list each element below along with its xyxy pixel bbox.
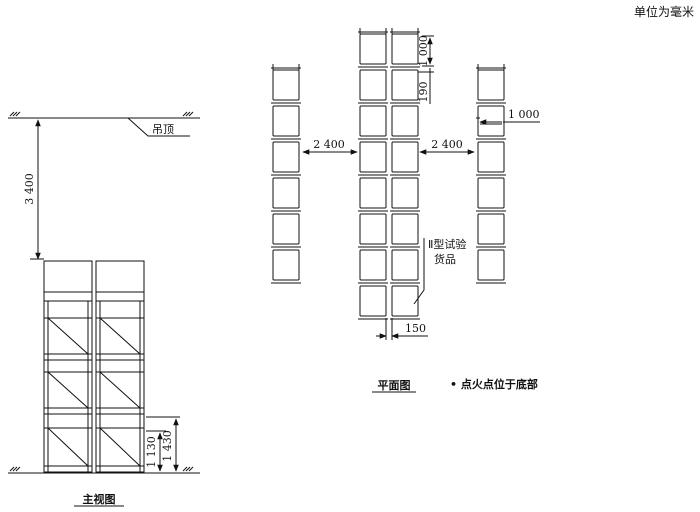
specimen-box bbox=[392, 70, 418, 100]
specimen-box bbox=[360, 142, 386, 172]
ignition-note: • 点火点位于底部 bbox=[450, 377, 538, 391]
specimen-box bbox=[392, 34, 418, 64]
specimen-box bbox=[360, 286, 386, 316]
specimen-box bbox=[360, 70, 386, 100]
specimen-box bbox=[392, 178, 418, 208]
aisle-left-dim: 2 400 bbox=[313, 138, 345, 151]
plan-view-title: 平面图 bbox=[378, 379, 411, 392]
specimen-box bbox=[478, 106, 504, 136]
specimen-box bbox=[360, 178, 386, 208]
specimen-box bbox=[360, 214, 386, 244]
specimen-box bbox=[478, 142, 504, 172]
top-specimen-box bbox=[44, 261, 92, 301]
specimen-label-line2: 货品 bbox=[434, 252, 456, 266]
gap-top-dim: 190 bbox=[417, 82, 430, 103]
front-view bbox=[8, 112, 200, 506]
specimen-box bbox=[478, 214, 504, 244]
plan-columns bbox=[271, 28, 506, 319]
ceiling-leader bbox=[128, 118, 190, 136]
dim-1430: 1 430 bbox=[161, 430, 174, 462]
specimen-box bbox=[273, 106, 299, 136]
unit-note: 单位为毫米 bbox=[634, 4, 694, 19]
specimen-box bbox=[392, 286, 418, 316]
height-to-ceiling-dim: 3 400 bbox=[23, 173, 36, 205]
plan-column-center-left bbox=[358, 28, 388, 319]
specimen-box bbox=[273, 178, 299, 208]
specimen-box bbox=[478, 250, 504, 280]
aisle-right-dim: 2 400 bbox=[431, 138, 463, 151]
plan-column-left bbox=[271, 64, 301, 283]
specimen-box bbox=[392, 214, 418, 244]
plan-view bbox=[271, 28, 540, 392]
specimen-box bbox=[360, 250, 386, 280]
rack-stack-left bbox=[44, 261, 92, 473]
specimen-box bbox=[392, 250, 418, 280]
ceiling-label: 吊顶 bbox=[152, 123, 174, 136]
specimen-box bbox=[478, 178, 504, 208]
unit-width-dim: 1 000 bbox=[508, 108, 540, 121]
specimen-box bbox=[273, 250, 299, 280]
ceiling-hatch bbox=[10, 112, 193, 116]
rack-stack-right bbox=[96, 261, 144, 473]
gap-bottom-dim: 150 bbox=[405, 322, 426, 335]
specimen-box bbox=[273, 70, 299, 100]
specimen-box bbox=[360, 106, 386, 136]
specimen-box bbox=[273, 142, 299, 172]
specimen-box bbox=[392, 106, 418, 136]
floor-hatch bbox=[10, 467, 193, 471]
plan-column-center-right bbox=[390, 28, 420, 319]
dim-1130: 1 130 bbox=[145, 436, 158, 468]
plan-column-right bbox=[476, 64, 506, 283]
specimen-box bbox=[273, 214, 299, 244]
top-unit-depth-dim: 1 000 bbox=[417, 35, 430, 67]
front-view-title: 主视图 bbox=[83, 492, 116, 506]
specimen-leader bbox=[414, 238, 424, 304]
specimen-label-line1: Ⅱ型试验 bbox=[428, 237, 466, 251]
specimen-box bbox=[360, 34, 386, 64]
specimen-box bbox=[392, 142, 418, 172]
specimen-box bbox=[478, 70, 504, 100]
